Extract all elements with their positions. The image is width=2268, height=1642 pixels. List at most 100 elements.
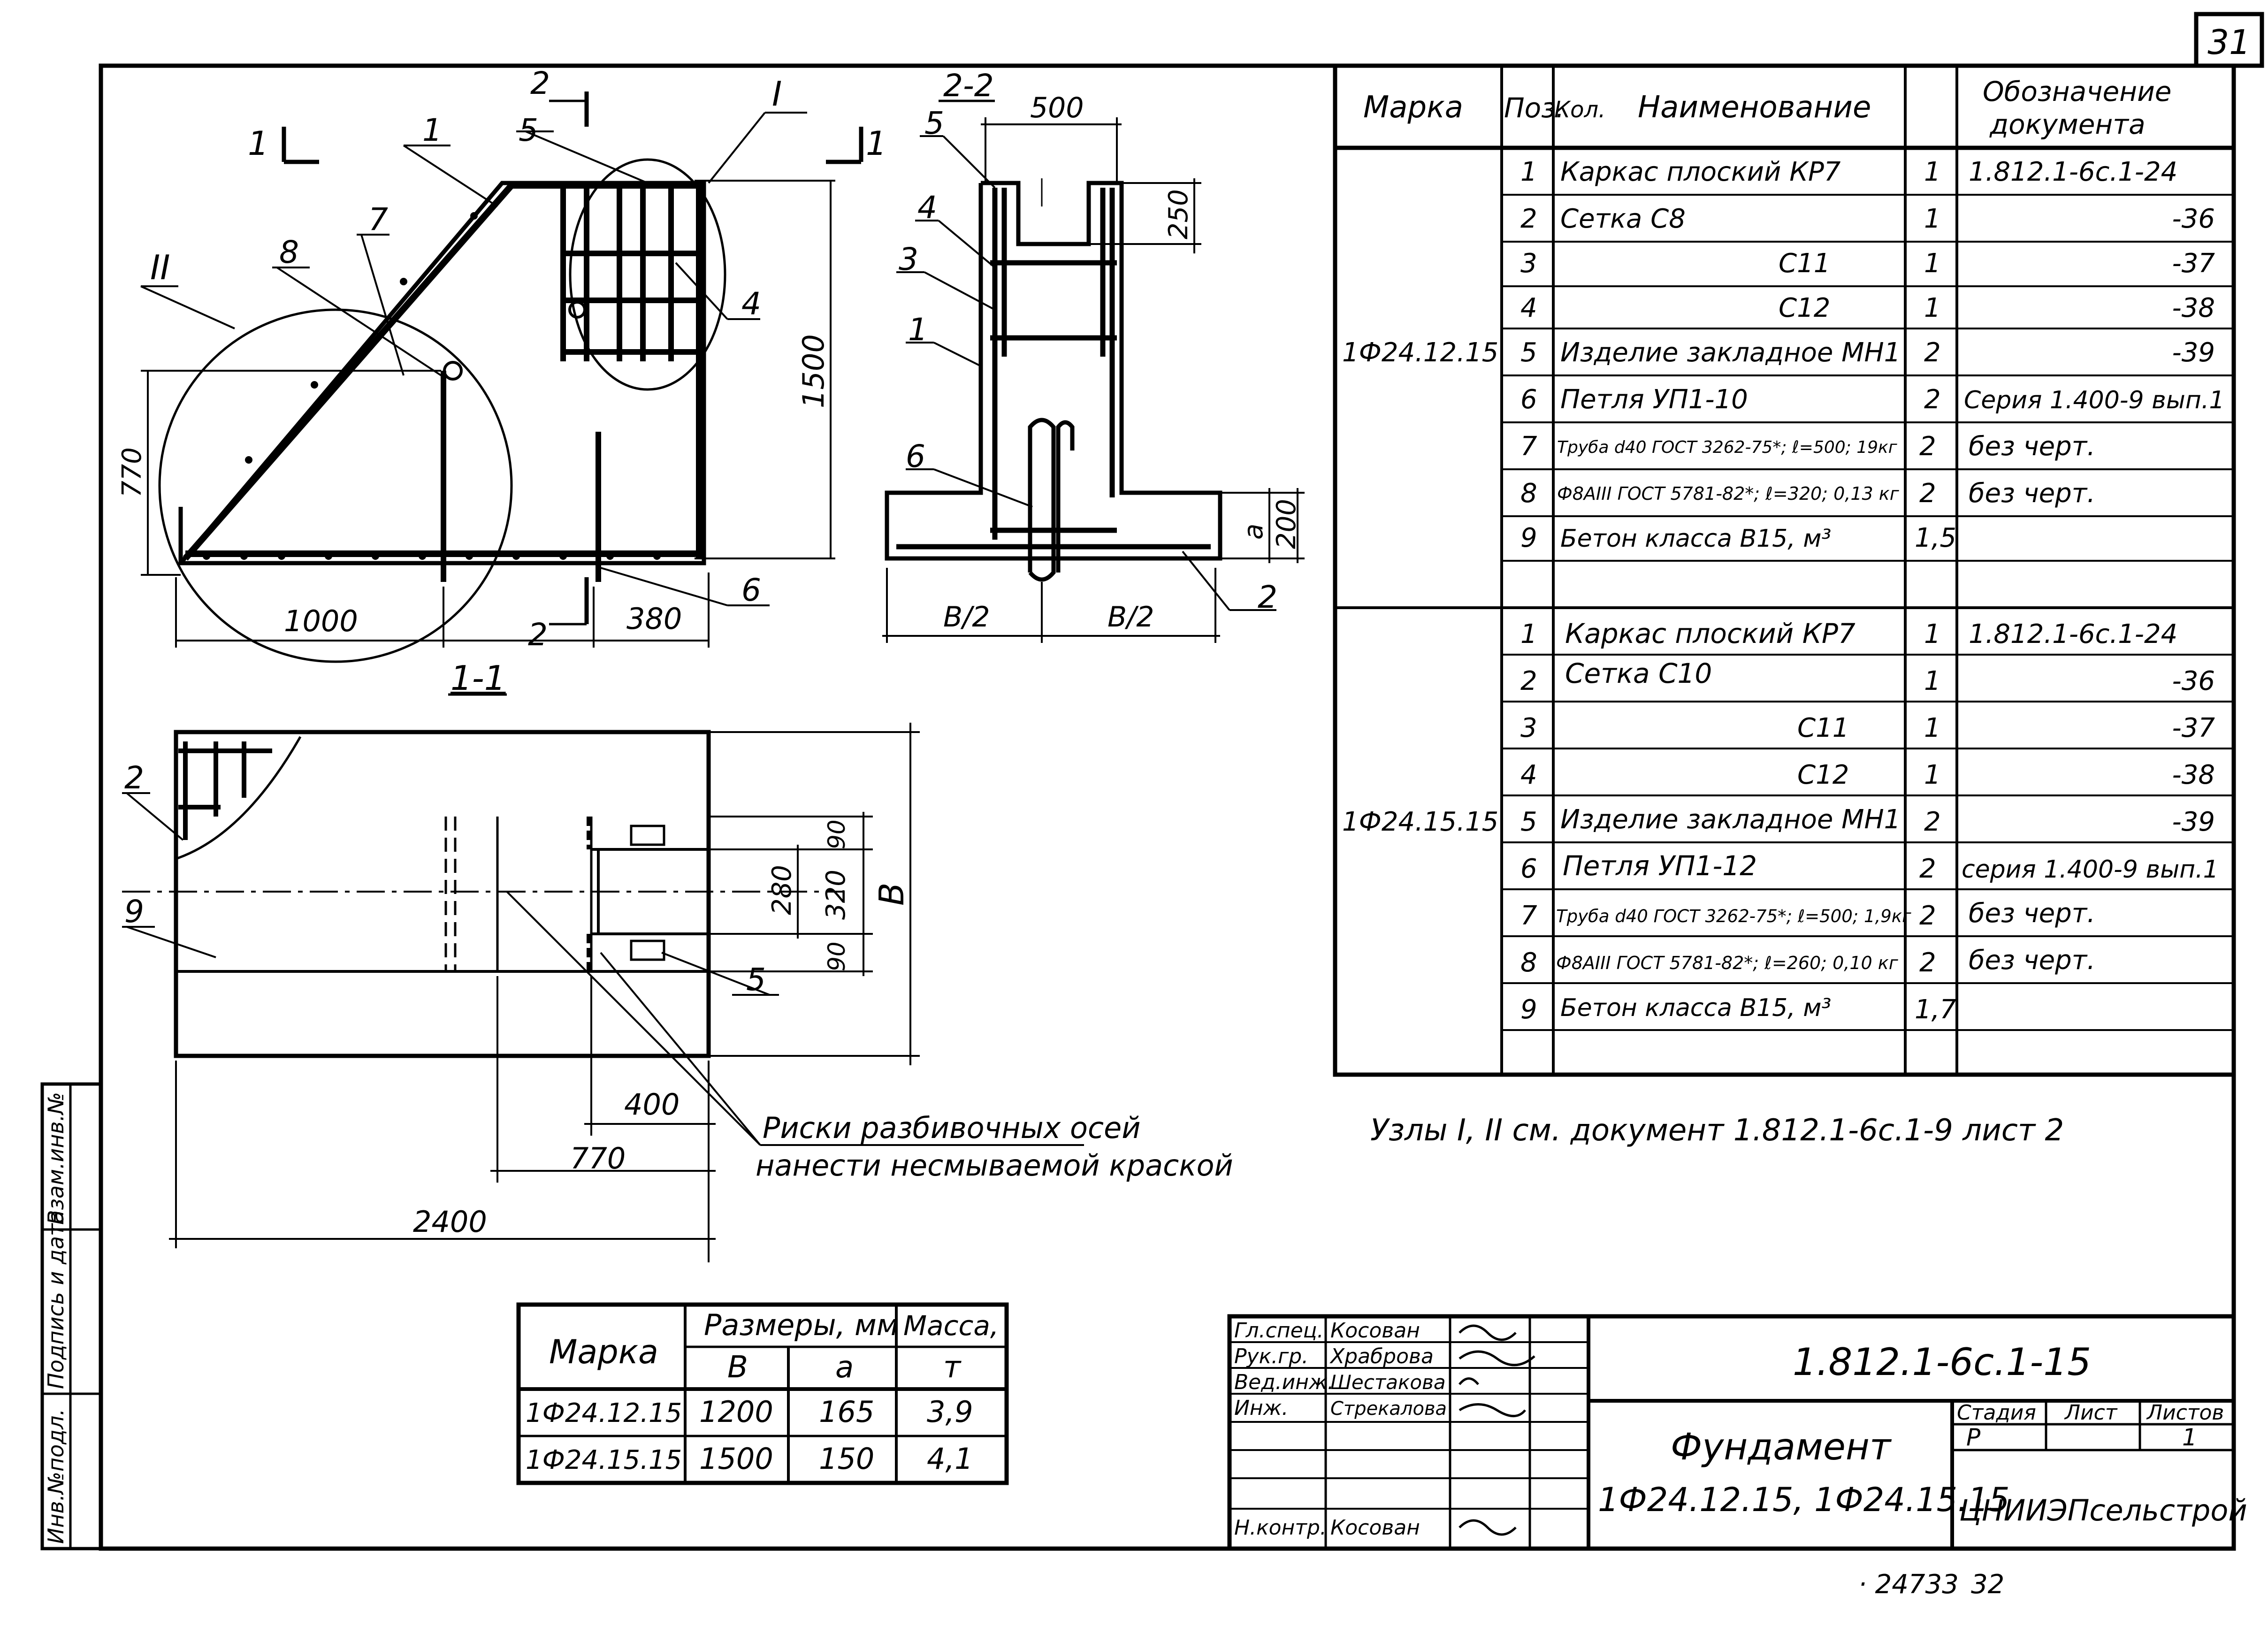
tb-stage: Р: [1966, 1424, 1981, 1451]
table-cell-pos: 6: [1520, 854, 1537, 884]
dim-a: a: [1238, 524, 1269, 540]
table-cell-name: Труба d40 ГОСТ 3262-75*; ℓ=500; 19кг: [1557, 438, 1898, 457]
table-cell-mass: 3,9: [927, 1395, 973, 1429]
dim-B: B: [872, 883, 911, 906]
footer-code: · 24733: [1858, 1569, 1959, 1600]
table-cell-doc: 1.812.1-6с.1-24: [1969, 157, 2177, 187]
spec-header-doc-2: документа: [1989, 108, 2146, 140]
table-cell-name: Бетон класса В15, м³: [1560, 994, 1831, 1022]
table-cell-pos: 2: [1520, 666, 1537, 696]
table-cell-pos: 5: [1520, 337, 1537, 368]
spec-group-2-mark: 1Ф24.15.15: [1342, 807, 1498, 837]
table-cell-pos: 1: [1520, 157, 1537, 187]
table-cell-mark: 1Ф24.15.15: [526, 1445, 682, 1475]
footer-sheet: 32: [1971, 1569, 2004, 1600]
table-cell-qty: 1,5: [1915, 523, 1956, 553]
table-cell-name: Петля УП1-10: [1560, 384, 1748, 415]
node-II-label: II: [150, 248, 170, 287]
table-cell-qty: 1: [1924, 157, 1941, 187]
table-cell-qty: 1: [1924, 619, 1941, 649]
dim-250: 250: [1163, 189, 1194, 239]
table-cell-name: Ф8АIII ГОСТ 5781-82*; ℓ=260; 0,10 кг: [1556, 953, 1899, 973]
pos-7-label: 7: [368, 201, 388, 237]
spec-header-name: Наименование: [1638, 90, 1871, 125]
table-cell-B: 1200: [699, 1395, 773, 1429]
pos-4-label: 4: [741, 286, 761, 322]
tb-name-line2: 1Ф24.12.15, 1Ф24.15.15: [1598, 1481, 2010, 1519]
spec-header-qty: Кол.: [1554, 97, 1605, 123]
spec-table: Марка Поз. Наименование Кол. Обозначение…: [1333, 63, 2236, 1077]
pos-5-label: 5: [519, 112, 538, 148]
table-cell-qty: 2: [1924, 384, 1941, 415]
table-cell-pos: 7: [1520, 901, 1537, 931]
spec-group-2-rows: 1 Каркас плоский КР7 1 1.812.1-6с.1-24 2…: [1520, 618, 2219, 1025]
table-cell-name: С12: [1797, 760, 1849, 790]
table-cell-name: С12: [1779, 293, 1830, 323]
tb-role-2: Рук.гр.: [1234, 1344, 1308, 1368]
tb-sheets-header: Листов: [2146, 1401, 2224, 1425]
stamp-replace: Взам.инв.№: [43, 1092, 69, 1225]
section-2-2: 500 250 a 200 B/2 B/2 5 4 3 1 6 2 2-2: [882, 68, 1305, 643]
sizes-header-B: В: [727, 1350, 748, 1385]
title-block: Гл.спец. Косован Рук.гр. Храброва Вед.ин…: [1227, 1314, 2247, 1551]
tb-org: ЦНИИЭПсельстрой: [1959, 1493, 2247, 1527]
table-cell-name: Бетон класса В15, м³: [1560, 525, 1831, 553]
tb-role-8: Н.контр.: [1234, 1516, 1327, 1540]
table-cell-qty: 2: [1924, 337, 1941, 368]
table-cell-mark: 1Ф24.12.15: [526, 1398, 682, 1428]
dim-770-plan: 770: [570, 1141, 626, 1176]
table-cell-qty: 2: [1919, 854, 1936, 884]
pos-9-plan: 9: [124, 894, 144, 930]
stamp-sign: Подпись и дата: [43, 1210, 69, 1389]
table-cell-a: 150: [819, 1442, 874, 1476]
table-cell-pos: 3: [1520, 248, 1537, 279]
sizes-header-mass: Масса,: [903, 1310, 999, 1342]
table-cell-doc: без черт.: [1969, 945, 2095, 976]
tb-name-line1: Фундамент: [1671, 1426, 1892, 1468]
section-1-1: 1500 770 1000 380 1 1 2 2: [117, 65, 887, 698]
table-cell-doc: серия 1.400-9 вып.1: [1962, 855, 2219, 884]
table-cell-qty: 2: [1919, 947, 1936, 978]
table-cell-qty: 1: [1924, 204, 1941, 234]
dim-2400: 2400: [413, 1205, 487, 1239]
table-cell-name: Сетка С10: [1565, 657, 1712, 689]
table-cell-qty: 1: [1924, 713, 1941, 743]
tb-stage-header: Стадия: [1957, 1401, 2036, 1425]
dim-320: 320: [821, 870, 851, 920]
table-cell-doc: без черт.: [1969, 898, 2095, 929]
dim-1000: 1000: [284, 604, 358, 638]
table-cell-doc: 1.812.1-6с.1-24: [1969, 619, 2177, 649]
tb-sheets: 1: [2182, 1424, 2197, 1451]
table-cell-doc: -39: [2172, 337, 2215, 368]
pos-2-plan: 2: [124, 760, 144, 796]
table-cell-doc: -38: [2172, 760, 2215, 790]
dim-200: 200: [1271, 499, 1302, 549]
table-cell-doc: без черт.: [1969, 431, 2095, 462]
table-cell-name: С11: [1779, 248, 1830, 279]
tb-role-1: Гл.спец.: [1234, 1319, 1324, 1343]
dim-380: 380: [626, 602, 682, 636]
dim-90-top: 90: [823, 819, 850, 849]
table-cell-name: С11: [1797, 713, 1849, 743]
table-cell-qty: 2: [1919, 901, 1936, 931]
table-cell-pos: 4: [1520, 293, 1537, 323]
table-cell-qty: 1: [1924, 760, 1941, 790]
sizes-header-mark: Марка: [549, 1333, 658, 1371]
table-cell-name: Сетка С8: [1560, 204, 1686, 234]
node-I-label: I: [772, 74, 782, 114]
table-cell-name: Труба d40 ГОСТ 3262-75*; ℓ=500; 1,9кг: [1556, 906, 1911, 926]
table-cell-pos: 7: [1520, 431, 1537, 462]
table-cell-pos: 1: [1520, 619, 1537, 649]
tb-name-8: Косован: [1330, 1516, 1420, 1540]
tb-name-2: Храброва: [1329, 1344, 1434, 1368]
table-cell-a: 165: [819, 1395, 874, 1429]
table-cell-qty: 2: [1924, 807, 1941, 837]
nodes-note: Узлы I, II см. документ 1.812.1-6с.1-9 л…: [1370, 1113, 2064, 1148]
pos-2-s22: 2: [1258, 579, 1277, 615]
sizes-table: Марка Размеры, мм Масса, В а т 1Ф24.12.1…: [516, 1302, 1009, 1485]
table-cell-qty: 1: [1924, 293, 1941, 323]
table-cell-doc: -36: [2172, 204, 2215, 234]
dim-b-half-left: B/2: [943, 601, 990, 634]
table-cell-doc: Серия 1.400-9 вып.1: [1964, 386, 2224, 414]
table-cell-doc: -38: [2172, 293, 2215, 323]
